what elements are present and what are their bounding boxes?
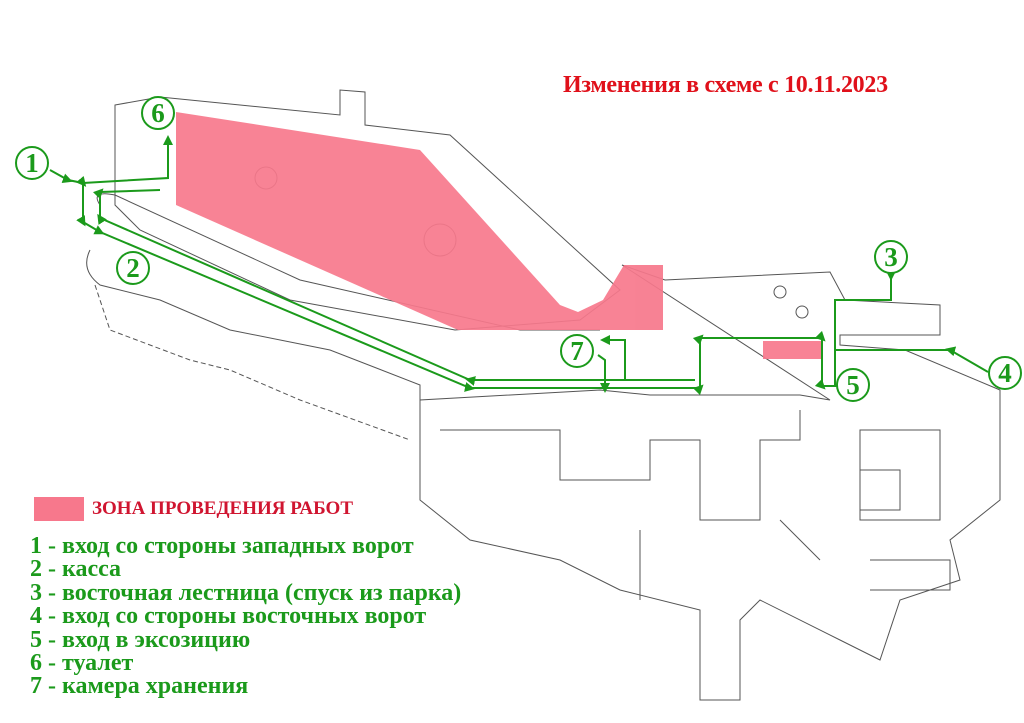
marker-1-west-entrance: 1 (15, 146, 49, 180)
legend-item: 1 - вход со стороны западных ворот (30, 533, 414, 559)
marker-2-ticket-office: 2 (116, 251, 150, 285)
legend-item: 4 - вход со стороны восточных ворот (30, 603, 427, 630)
marker-3-east-stairs: 3 (874, 240, 908, 274)
route-east-gate (835, 346, 989, 373)
route-west-entrance (49, 169, 840, 396)
legend-item: 3 - восточная лестница (спуск из парка) (30, 579, 462, 606)
routes (49, 135, 989, 396)
zone-legend: ЗОНА ПРОВЕДЕНИЯ РАБОТ (34, 497, 353, 521)
work-zone-main (176, 112, 663, 330)
legend-item: 7 - камера хранения (30, 673, 249, 700)
marker-6-toilet: 6 (141, 96, 175, 130)
route-storage-2 (597, 354, 610, 393)
zone-swatch (34, 497, 84, 521)
marker-5-exhibition: 5 (836, 368, 870, 402)
zone-label: ЗОНА ПРОВЕДЕНИЯ РАБОТ (92, 498, 354, 519)
route-east-stairs (834, 271, 896, 385)
legend-item: 2 - касса (30, 556, 122, 583)
work-zone-small (763, 341, 821, 359)
work-zones (176, 112, 821, 359)
route-storage (600, 335, 626, 380)
map-title: Изменения в схеме с 10.11.2023 (563, 72, 888, 98)
marker-7-storage: 7 (560, 334, 594, 368)
legend-item: 6 - туалет (30, 650, 134, 677)
legend-item: 5 - вход в эксозицию (30, 626, 251, 653)
marker-4-east-entrance: 4 (988, 356, 1022, 390)
legend: 1 - вход со стороны западных ворот 2 - к… (30, 533, 462, 700)
route-to-toilet (82, 135, 173, 184)
route-return (92, 188, 695, 386)
